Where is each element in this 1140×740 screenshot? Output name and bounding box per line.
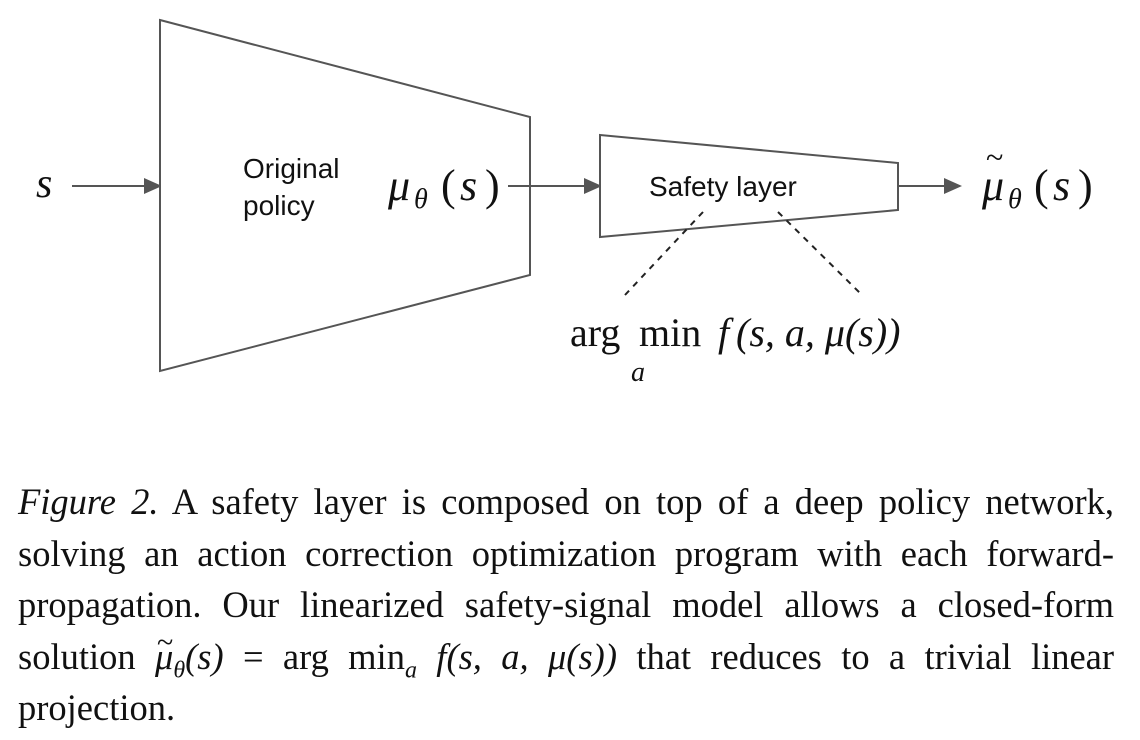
objective-formula: arg min a f (s, a, μ(s)) [570,310,901,388]
policy-label-line1: Original [243,153,339,184]
safety-layer-label: Safety layer [649,171,797,202]
callout-line-right [777,211,863,296]
caption-eq-min-sub: a [404,656,417,683]
objective-func: f [718,310,734,355]
objective-args: (s, a, μ(s)) [736,310,901,355]
caption-eq-arg: (s) [185,635,224,677]
caption-label: Figure 2. [18,481,159,522]
safe-output-label: ~ μ θ ( s ) [981,139,1093,215]
policy-output-arg: s [460,161,477,210]
figure-caption: Figure 2. A safety layer is composed on … [18,476,1114,734]
policy-output-open-paren: ( [441,161,456,210]
policy-output-label: μ θ ( s ) [387,161,500,215]
policy-output-close-paren: ) [485,161,500,210]
caption-eq-tilde: ~ [156,625,174,659]
original-policy-block [159,18,531,373]
caption-eq-func: f [436,635,447,677]
caption-eq-mu-glyph: μ [154,635,174,677]
caption-eq-mu: ~μ [154,626,174,683]
safe-output-mu: μ [981,161,1004,210]
safe-output-open-paren: ( [1034,161,1049,210]
objective-min: min [639,310,701,355]
policy-label-line2: policy [243,190,315,221]
safety-layer-diagram: s Original policy μ θ ( s ) Safety layer… [36,18,1093,388]
safe-output-close-paren: ) [1078,161,1093,210]
caption-eq-theta: θ [173,656,186,683]
input-state-label: s [36,161,52,207]
policy-output-theta: θ [414,184,428,215]
safe-output-tilde: ~ [986,139,1003,175]
caption-text-part1: A safety layer is composed on top of a d… [18,481,1114,677]
safe-output-arg: s [1053,161,1070,210]
policy-output-mu: μ [387,161,410,210]
safe-output-theta: θ [1008,184,1022,215]
caption-eq-func-args: (s, a, μ(s)) [446,635,617,677]
objective-arg: arg [570,310,620,355]
objective-subscript: a [631,357,645,388]
caption-text-part2: that reduces to a trivial linear project… [18,635,1115,729]
caption-eq-argmin: = arg min [242,635,405,677]
safety-layer-block [599,133,899,239]
